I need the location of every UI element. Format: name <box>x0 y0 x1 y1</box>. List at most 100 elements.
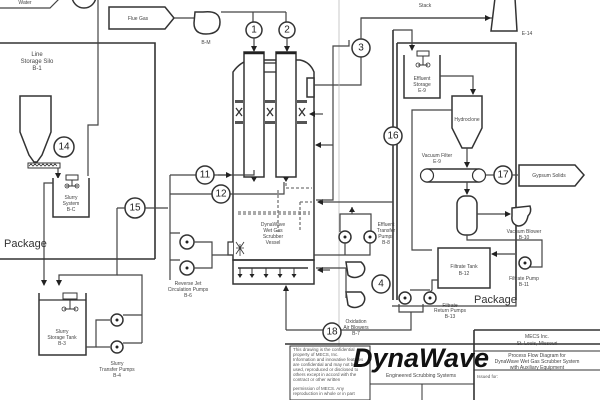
svg-text:Filtrate Pump: Filtrate Pump <box>509 276 539 282</box>
package-label-right: Package <box>474 294 517 306</box>
stream-17: 17 <box>493 165 513 185</box>
effluent-transfer-pumps: Effluent Transfer Pumps B-8 <box>314 207 396 256</box>
svg-text:17: 17 <box>497 170 509 181</box>
flue-gas-inlet: Flue Gas <box>108 6 175 30</box>
svg-text:Water: Water <box>18 0 31 6</box>
svg-text:2: 2 <box>284 25 290 36</box>
svg-text:Transfer Pumps: Transfer Pumps <box>99 367 135 373</box>
svg-text:Information and innovative fea: Information and innovative features <box>293 357 364 362</box>
svg-text:property of MECS, Inc.: property of MECS, Inc. <box>293 352 339 357</box>
fan-blower: B-M <box>193 10 221 46</box>
svg-text:4: 4 <box>378 279 384 290</box>
scrubber-vessel: DynaWave Wet Gas Scrubber Vessel <box>227 51 315 285</box>
filtrate-return-pumps: Filtrate Return Pumps B-13 <box>398 279 466 320</box>
vacuum-receiver <box>456 195 478 236</box>
package-label-left: Package <box>4 238 47 250</box>
svg-text:Slurry: Slurry <box>110 361 124 367</box>
svg-text:Slurry: Slurry <box>55 329 69 335</box>
vacuum-filter: Vacuum Filter E-9 <box>419 153 487 183</box>
svg-text:Stack: Stack <box>419 3 432 9</box>
svg-text:B-4: B-4 <box>113 373 121 379</box>
screw-feeder <box>27 162 61 169</box>
svg-text:B-12: B-12 <box>459 271 470 277</box>
hydroclone: Hydroclone <box>451 95 483 149</box>
svg-text:used, reproduced or disclosed: used, reproduced or disclosed to <box>293 367 359 372</box>
svg-text:B-7: B-7 <box>352 331 360 337</box>
svg-text:permission of MECS. Any: permission of MECS. Any <box>293 386 345 391</box>
brand-tagline: Engineered Scrubbing Systems <box>386 373 457 379</box>
svg-text:B-11: B-11 <box>519 282 529 288</box>
svg-text:B-M: B-M <box>201 40 210 46</box>
title-block <box>285 329 600 400</box>
svg-text:Storage Tank: Storage Tank <box>47 335 77 341</box>
svg-text:B-8: B-8 <box>382 240 390 246</box>
svg-text:Scrubber: Scrubber <box>263 234 284 240</box>
svg-text:14: 14 <box>58 142 70 153</box>
svg-text:St. Louis, Missouri: St. Louis, Missouri <box>517 341 558 347</box>
stream-14: 14 <box>53 136 75 158</box>
svg-text:Process Flow Diagram for: Process Flow Diagram for <box>508 353 566 359</box>
svg-text:16: 16 <box>387 131 399 142</box>
confidential-notice: This drawing is the confidential propert… <box>293 347 364 396</box>
stream-18: 18 <box>322 322 342 342</box>
svg-text:contract or other written: contract or other written <box>293 377 341 382</box>
drawing-title: Process Flow Diagram for DynaWave Wet Ga… <box>495 353 580 371</box>
svg-text:E-14: E-14 <box>522 31 533 37</box>
slurry-system-tank: Slurry System B-C <box>52 174 90 218</box>
svg-text:B-6: B-6 <box>184 293 192 299</box>
svg-text:Gypsum Solids: Gypsum Solids <box>532 173 566 179</box>
issued-for-label: Issued for: <box>477 374 498 379</box>
svg-text:18: 18 <box>326 327 338 338</box>
svg-text:B-10: B-10 <box>519 235 530 241</box>
svg-text:Filtrate Tank: Filtrate Tank <box>450 264 478 270</box>
filtrate-tank: Filtrate Tank B-12 <box>437 247 491 289</box>
filtrate-pump: Filtrate Pump B-11 <box>509 256 539 288</box>
svg-text:Storage Silo: Storage Silo <box>21 59 54 65</box>
vacuum-blower: Vacuum Blower B-10 <box>507 205 542 241</box>
stream-15: 15 <box>124 197 146 219</box>
svg-text:Storage: Storage <box>413 82 431 88</box>
stream-3: 3 <box>351 38 371 58</box>
stream-4: 4 <box>371 274 391 294</box>
svg-text:Circulation Pumps: Circulation Pumps <box>168 287 209 293</box>
brand-logo: DynaWave <box>353 343 489 373</box>
svg-text:Pumps: Pumps <box>378 234 394 240</box>
stack: Stack E-14 <box>419 0 533 37</box>
reverse-jet-circulation-pumps: Reverse Jet Circulation Pumps B-6 <box>168 232 233 299</box>
lime-storage-silo: Line Storage Silo B-1 <box>19 52 54 163</box>
svg-text:Vessel: Vessel <box>266 240 281 246</box>
svg-text:15: 15 <box>129 203 141 214</box>
svg-text:Flue Gas: Flue Gas <box>128 16 149 22</box>
stream-12: 12 <box>211 184 231 204</box>
slurry-storage-tank: Slurry Storage Tank B-3 <box>38 292 87 356</box>
water-inlet: Water <box>0 0 97 9</box>
svg-text:DynaWave Wet Gas Scrubber Syst: DynaWave Wet Gas Scrubber System <box>495 359 580 365</box>
svg-text:B-13: B-13 <box>445 314 456 320</box>
effluent-storage-tank: Effluent Storage E-9 <box>403 50 441 99</box>
oxidation-air-blowers: Oxidation Air Blowers B-7 <box>316 261 369 337</box>
svg-text:B-3: B-3 <box>58 341 66 347</box>
svg-text:Return Pumps: Return Pumps <box>434 308 466 314</box>
company-info: MECS Inc. St. Louis, Missouri <box>517 334 558 347</box>
svg-text:DynaWave: DynaWave <box>261 222 285 228</box>
svg-text:B-1: B-1 <box>32 66 42 72</box>
svg-text:11: 11 <box>200 170 211 181</box>
svg-text:reproduction in whole or in pa: reproduction in whole or in part <box>293 391 356 396</box>
svg-text:This drawing is the confidenti: This drawing is the confidential <box>293 347 355 352</box>
svg-text:E-9: E-9 <box>433 159 441 165</box>
svg-text:Line: Line <box>31 52 43 58</box>
svg-text:Slurry: Slurry <box>64 195 78 201</box>
svg-text:Oxidation: Oxidation <box>345 319 366 325</box>
svg-text:with Auxiliary Equipment: with Auxiliary Equipment <box>510 365 565 371</box>
svg-text:others except in accord with t: others except in accord with the <box>293 372 357 377</box>
stream-16: 16 <box>383 126 403 146</box>
svg-text:Filtrate: Filtrate <box>442 303 458 309</box>
slurry-transfer-pumps: Slurry Transfer Pumps B-4 <box>86 313 142 379</box>
svg-text:Effluent: Effluent <box>378 222 395 228</box>
svg-text:Air Blowers: Air Blowers <box>343 325 369 331</box>
water-line <box>87 0 99 176</box>
svg-text:are confidential and may not b: are confidential and may not be <box>293 362 356 367</box>
stream-circle <box>71 0 97 9</box>
stream-2: 2 <box>278 21 296 39</box>
